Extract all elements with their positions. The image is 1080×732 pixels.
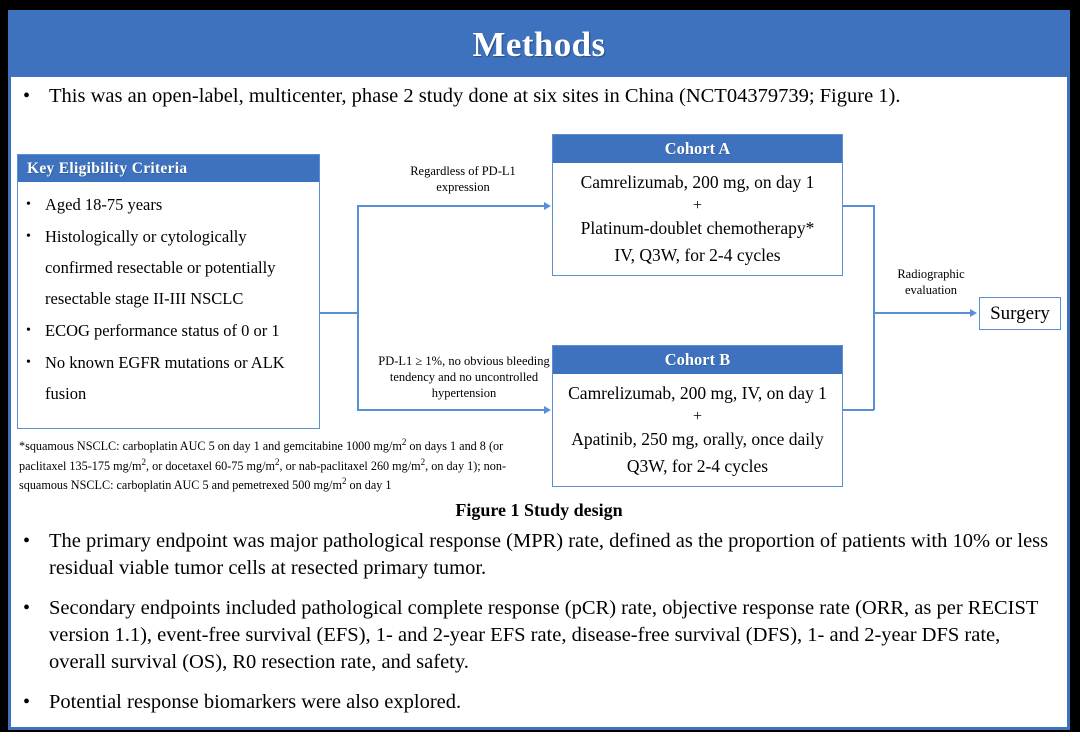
bullet-marker-icon: • — [26, 355, 31, 370]
list-item: • Secondary endpoints included pathologi… — [23, 595, 1058, 676]
list-item-label: ECOG performance status of 0 or 1 — [45, 321, 280, 340]
eligibility-criteria-header: Key Eligibility Criteria — [18, 155, 319, 182]
bullet-marker-icon: • — [26, 197, 31, 212]
cohort-b-header: Cohort B — [553, 346, 842, 374]
cohort-b-plus: + — [692, 408, 703, 425]
lead-bullet: • This was an open-label, multicenter, p… — [23, 83, 1058, 110]
cohort-b-line-3: Q3W, for 2-4 cycles — [626, 456, 769, 476]
cohort-a-line-1: Camrelizumab, 200 mg, on day 1 — [580, 172, 815, 192]
connector-split-vertical — [357, 205, 359, 410]
lead-bullet-text: This was an open-label, multicenter, pha… — [49, 85, 901, 107]
bullet-marker-icon: • — [23, 691, 31, 713]
cohort-b-box: Cohort B Camrelizumab, 200 mg, IV, on da… — [552, 345, 843, 487]
connector-cohort-a-out — [843, 205, 874, 207]
cohort-a-body: Camrelizumab, 200 mg, on day 1 + Platinu… — [553, 163, 842, 269]
bullet-marker-icon: • — [26, 229, 31, 244]
connector-to-surgery — [873, 312, 971, 314]
connector-label-regardless-pdl1: Regardless of PD-L1 expression — [410, 164, 516, 194]
slide-canvas: Methods • This was an open-label, multic… — [8, 10, 1070, 730]
secondary-endpoints-text: Secondary endpoints included pathologica… — [49, 597, 1039, 673]
list-item: • Aged 18-75 years — [26, 189, 313, 220]
cohort-a-line-3: IV, Q3W, for 2-4 cycles — [614, 245, 781, 265]
primary-endpoint-text: The primary endpoint was major pathologi… — [49, 530, 1049, 579]
slide-title-bar: Methods — [11, 13, 1067, 77]
cohort-b-line-1: Camrelizumab, 200 mg, IV, on day 1 — [568, 383, 827, 403]
endpoints-bullet-list: • The primary endpoint was major patholo… — [23, 528, 1058, 727]
list-item: • Potential response biomarkers were als… — [23, 689, 1058, 716]
cohort-a-line-2: Platinum-doublet chemotherapy* — [580, 218, 815, 238]
bullet-marker-icon: • — [23, 597, 31, 619]
arrow-head-cohort-a-icon — [544, 201, 551, 210]
cohort-a-box: Cohort A Camrelizumab, 200 mg, on day 1 … — [552, 134, 843, 276]
connector-to-cohort-a — [357, 205, 545, 207]
bullet-marker-icon: • — [23, 530, 31, 552]
figure-caption: Figure 1 Study design — [455, 500, 623, 520]
list-item-label: Aged 18-75 years — [45, 195, 163, 214]
connector-label-pdl1-positive: PD-L1 ≥ 1%, no obvious bleeding tendency… — [378, 354, 550, 400]
eligibility-criteria-box: Key Eligibility Criteria • Aged 18-75 ye… — [17, 154, 320, 429]
chemotherapy-footnote: *squamous NSCLC: carboplatin AUC 5 on da… — [19, 437, 507, 493]
list-item-label: No known EGFR mutations or ALK fusion — [45, 353, 285, 403]
connector-merge-vertical — [873, 205, 875, 410]
connector-cohort-b-out — [843, 409, 874, 411]
cohort-b-line-2: Apatinib, 250 mg, orally, once daily — [571, 429, 824, 449]
arrow-head-cohort-b-icon — [544, 405, 551, 414]
connector-criteria-stub — [320, 312, 358, 314]
biomarkers-text: Potential response biomarkers were also … — [49, 691, 462, 713]
bullet-marker-icon: • — [26, 323, 31, 338]
list-item: • ECOG performance status of 0 or 1 — [26, 315, 313, 346]
connector-to-cohort-b — [357, 409, 545, 411]
eligibility-criteria-list: • Aged 18-75 years • Histologically or c… — [18, 182, 319, 409]
study-design-figure: Key Eligibility Criteria • Aged 18-75 ye… — [11, 118, 1067, 518]
surgery-box: Surgery — [979, 297, 1061, 330]
bullet-marker-icon: • — [23, 85, 31, 107]
cohort-a-plus: + — [692, 197, 703, 214]
list-item: • The primary endpoint was major patholo… — [23, 528, 1058, 582]
list-item: • Histologically or cytologically confir… — [26, 221, 313, 314]
connector-label-radiographic-evaluation: Radiographic evaluation — [897, 267, 965, 297]
page-title: Methods — [472, 25, 606, 64]
cohort-b-body: Camrelizumab, 200 mg, IV, on day 1 + Apa… — [553, 374, 842, 480]
list-item: • No known EGFR mutations or ALK fusion — [26, 347, 313, 409]
surgery-label: Surgery — [990, 302, 1050, 324]
cohort-a-header: Cohort A — [553, 135, 842, 163]
arrow-head-surgery-icon — [970, 308, 977, 317]
list-item-label: Histologically or cytologically confirme… — [45, 227, 276, 308]
